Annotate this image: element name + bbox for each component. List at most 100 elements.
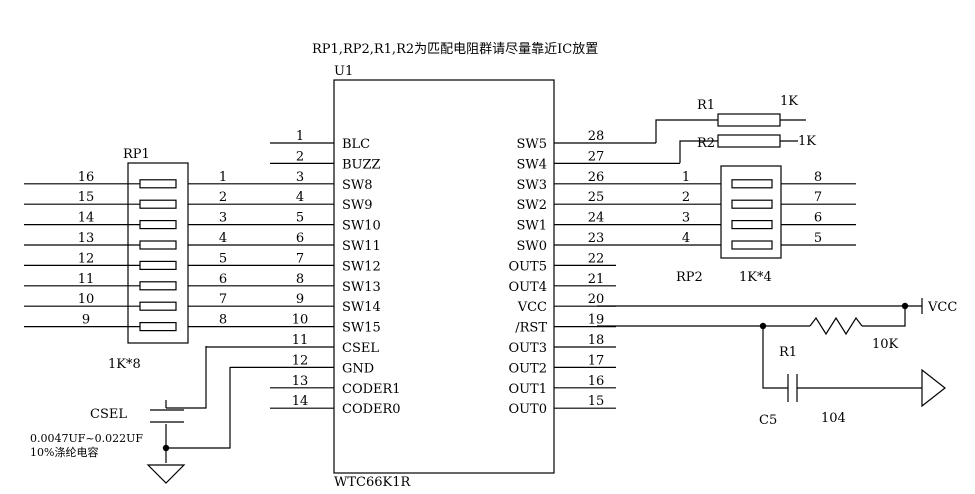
rp1-outline (127, 162, 189, 344)
ic-part-number: WTC66K1R (334, 475, 412, 490)
r1-rst-value: 10K (872, 337, 899, 352)
r1-top-reference: R1 (697, 98, 715, 113)
design-note: RP1,RP2,R1,R2为匹配电阻群请尽量靠近IC放置 (312, 42, 598, 57)
rp1-left-pin-number: 9 (82, 313, 90, 328)
ic-right-pin-number: 25 (588, 190, 605, 205)
rp1-element (139, 179, 177, 189)
ic-right-pin-number: 21 (588, 272, 605, 287)
rp2-right-pin-number: 6 (814, 211, 822, 226)
r2-top-reference: R2 (697, 136, 715, 151)
ic-right-pin-number: 28 (588, 129, 605, 144)
ic-right-pin-number: 19 (588, 313, 605, 328)
ic-left-pin-number: 13 (292, 374, 309, 389)
ic-left-pin-number: 5 (296, 211, 304, 226)
rp1-right-pin-number: 4 (219, 231, 227, 246)
ic-left-pin-name: SW11 (342, 239, 381, 254)
c5-value: 104 (821, 411, 846, 426)
ic-left-pin-number: 2 (296, 149, 304, 164)
rp1-left-pin-number: 13 (78, 231, 95, 246)
rp1-element (139, 260, 177, 270)
ic-body (333, 79, 555, 474)
ic-right-pin-name: SW2 (516, 198, 547, 213)
ic-left-pin-number: 14 (292, 394, 309, 409)
ic-left-pin-name: SW8 (342, 178, 373, 193)
csel-cap-reference: CSEL (90, 407, 127, 422)
rp1-element (139, 301, 177, 311)
ic-right-pin-name: OUT5 (508, 259, 547, 274)
ic-left-pin-number: 6 (296, 231, 304, 246)
rp1-element (139, 199, 177, 209)
rp1-element (139, 322, 177, 332)
c5-reference: C5 (759, 413, 777, 428)
rp1-right-pin-number: 2 (219, 190, 227, 205)
ic-right-pin-number: 20 (588, 292, 605, 307)
ic-left-pin-name: CSEL (342, 341, 379, 356)
rp1-element (139, 281, 177, 291)
rp1-left-pin-number: 14 (78, 211, 95, 226)
ic-left-pin-number: 9 (296, 292, 304, 307)
rp1-right-pin-number: 3 (219, 211, 227, 226)
ic-right-pin-number: 23 (588, 231, 605, 246)
ic-left-pin-number: 1 (296, 129, 304, 144)
ic-right-pin-name: SW5 (516, 137, 547, 152)
ic-right-pin-name: OUT1 (508, 382, 547, 397)
ic-right-pin-name: VCC (517, 300, 547, 315)
ic-right-pin-name: OUT0 (508, 402, 547, 417)
rp2-reference: RP2 (676, 270, 703, 285)
vcc-net (597, 298, 923, 314)
ic-left-pin-number: 10 (292, 313, 309, 328)
ic-left-pin-number: 8 (296, 272, 304, 287)
ic-right-pin-name: SW1 (516, 219, 547, 234)
ic-right-pin-name: OUT4 (508, 280, 547, 295)
ic-left-pin-number: 7 (296, 251, 304, 266)
ic-left-pin-name: CODER1 (342, 382, 401, 397)
rp2-element (731, 240, 773, 250)
rp2-element (731, 220, 773, 230)
rp2-left-pin-number: 2 (682, 190, 690, 205)
ic-left-pin-name: SW10 (342, 219, 381, 234)
rp1-left-pin-number: 15 (78, 190, 95, 205)
ic-left-pin-number: 3 (296, 170, 304, 185)
rp1-right-pin-number: 8 (219, 313, 227, 328)
ic-left-pin-name: SW9 (342, 198, 373, 213)
r1-top-resistor (655, 113, 806, 143)
rp1-left-pin-number: 10 (78, 292, 95, 307)
ic-right-pins: 28SW527SW426SW325SW224SW123SW022OUT521OU… (508, 129, 856, 417)
rp1-left-pin-number: 11 (78, 272, 95, 287)
r2-top-value: 1K (798, 134, 816, 149)
ic-left-pin-name: SW13 (342, 280, 381, 295)
r1-top-value: 1K (780, 94, 798, 109)
rp2-right-pin-number: 7 (814, 190, 822, 205)
rp1-right-pin-number: 5 (219, 251, 227, 266)
ic-right-pin-number: 18 (588, 333, 605, 348)
ic-right-pin-name: /RST (515, 321, 547, 336)
rp2-right-pin-number: 5 (814, 231, 822, 246)
reset-network (597, 306, 946, 408)
ic-left-pin-number: 12 (292, 353, 309, 368)
rp1-element (139, 220, 177, 230)
ic-right-pin-number: 27 (588, 149, 605, 164)
rp1-left-pin-number: 12 (78, 251, 95, 266)
ic-left-pin-name: BLC (342, 137, 370, 152)
ic-left-pin-name: SW15 (342, 321, 381, 336)
ic-right-pin-name: OUT2 (508, 361, 547, 376)
ic-right-pin-name: OUT3 (508, 341, 547, 356)
rp1-element (139, 240, 177, 250)
r2-top-resistor (679, 134, 798, 163)
ic-left-pin-number: 11 (292, 333, 309, 348)
ic-left-pin-name: CODER0 (342, 402, 401, 417)
vcc-label: VCC (927, 300, 957, 315)
ic-left-pin-number: 4 (296, 190, 304, 205)
ic-left-pin-name: SW12 (342, 259, 381, 274)
ic-right-pin-name: SW3 (516, 178, 547, 193)
ic-right-pin-number: 22 (588, 251, 605, 266)
rp1-value: 1K*8 (108, 357, 141, 372)
rp1-right-pin-number: 6 (219, 272, 227, 287)
ic-right-pin-number: 15 (588, 394, 605, 409)
r1-rst-reference: R1 (779, 345, 797, 360)
rp2-left-pin-number: 4 (682, 231, 690, 246)
csel-cap-value: 0.0047UF~0.022UF (30, 432, 143, 445)
rp1-right-pin-number: 7 (219, 292, 227, 307)
